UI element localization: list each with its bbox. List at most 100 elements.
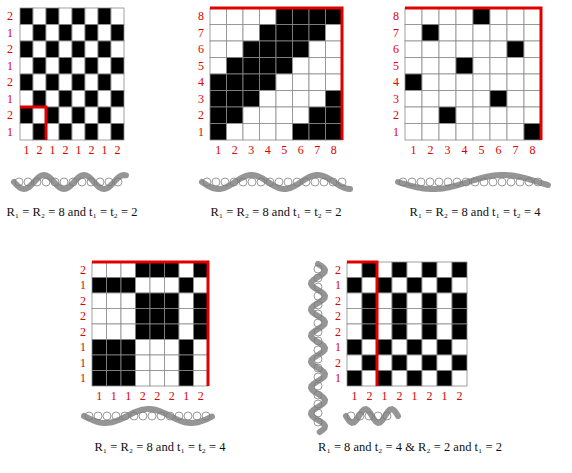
grid-cell	[46, 58, 59, 75]
grid-cell	[136, 371, 151, 387]
grid-cell	[92, 355, 107, 371]
grid-cell	[111, 8, 124, 25]
grid-cell	[293, 8, 310, 25]
grid-cell	[392, 355, 407, 371]
grid-cell	[227, 25, 244, 42]
grid-cell	[92, 262, 107, 278]
grid-cell	[422, 293, 437, 309]
grid-cell	[136, 324, 151, 340]
grid-cell	[243, 107, 260, 124]
grid-cell	[377, 293, 392, 309]
row-number: 2	[80, 264, 86, 276]
grid-cell	[111, 124, 124, 141]
grid-cell	[92, 340, 107, 356]
grid-cell	[46, 124, 59, 141]
warp-yarn	[489, 178, 497, 186]
grid-cell	[111, 107, 124, 124]
grid-cell	[210, 41, 227, 58]
grid-cell	[72, 8, 85, 25]
grid-cell	[111, 91, 124, 108]
grid-cell	[407, 262, 422, 278]
grid-cell	[473, 58, 490, 75]
grid-cell	[179, 309, 194, 325]
weft-yarn	[202, 175, 350, 189]
row-number: 1	[80, 357, 86, 369]
fabric-cross-section	[84, 409, 212, 423]
column-number: 7	[513, 144, 519, 156]
grid-cell	[121, 371, 136, 387]
repeat-marker	[92, 262, 208, 386]
grid-cell	[98, 41, 111, 58]
grid-cell	[20, 107, 33, 124]
grid-cell	[165, 262, 180, 278]
grid-cell	[59, 41, 72, 58]
grid-cell	[452, 293, 467, 309]
column-number: 1	[24, 144, 30, 156]
column-number: 3	[445, 144, 451, 156]
grid-cell	[107, 324, 122, 340]
grid-cell	[392, 324, 407, 340]
grid-cell	[111, 25, 124, 42]
grid-cell	[179, 324, 194, 340]
grid-cell	[59, 91, 72, 108]
grid-cell	[179, 371, 194, 387]
grid-cell	[260, 25, 277, 42]
grid-cell	[507, 41, 524, 58]
grid-cell	[98, 91, 111, 108]
grid-cell	[490, 124, 507, 141]
grid-cell	[473, 74, 490, 91]
grid-cell	[33, 74, 46, 91]
row-number: 2	[198, 109, 204, 121]
grid-cell	[136, 278, 151, 294]
grid-cell	[362, 278, 377, 294]
grid-cell	[107, 355, 122, 371]
grid-cell	[165, 293, 180, 309]
grid-cell	[46, 8, 59, 25]
grid-cell	[293, 74, 310, 91]
grid-cell	[194, 324, 209, 340]
grid-cell	[422, 41, 439, 58]
grid-cell	[111, 58, 124, 75]
grid-cell	[456, 107, 473, 124]
grid-cell	[405, 58, 422, 75]
grid-cell	[260, 41, 277, 58]
grid-cell	[524, 8, 541, 25]
grid-cell	[111, 41, 124, 58]
weft-yarn	[346, 409, 398, 423]
grid-cell	[276, 91, 293, 108]
row-number: 5	[198, 60, 204, 72]
grid-cell	[243, 8, 260, 25]
grid-cell	[347, 262, 362, 278]
grid-cell	[121, 293, 136, 309]
grid-cell	[456, 8, 473, 25]
grid-cell	[59, 74, 72, 91]
grid-cell	[227, 91, 244, 108]
grid-cell	[33, 91, 46, 108]
grid-cell	[377, 309, 392, 325]
grid-cell	[473, 8, 490, 25]
caption: R₁ = R₂ = 8 and t₁ = t₂ = 4	[94, 441, 225, 454]
fabric-cross-section	[311, 264, 325, 432]
grid-cell	[210, 74, 227, 91]
weave-grid	[210, 8, 342, 140]
weft-yarn	[311, 264, 325, 432]
column-number: 3	[248, 144, 254, 156]
grid-cell	[490, 8, 507, 25]
grid-cell	[179, 340, 194, 356]
grid-cell	[437, 262, 452, 278]
row-number: 1	[393, 126, 399, 138]
grid-cell	[407, 278, 422, 294]
grid-cell	[33, 8, 46, 25]
grid-cell	[293, 25, 310, 42]
grid-cell	[422, 107, 439, 124]
weave-grid	[92, 262, 208, 386]
grid-cell	[98, 124, 111, 141]
grid-cell	[362, 340, 377, 356]
grid-cell	[136, 355, 151, 371]
grid-cell	[437, 371, 452, 387]
grid-cell	[72, 107, 85, 124]
column-number: 1	[442, 390, 448, 402]
grid-cell	[422, 371, 437, 387]
grid-cell	[309, 124, 326, 141]
row-number: 2	[335, 357, 341, 369]
